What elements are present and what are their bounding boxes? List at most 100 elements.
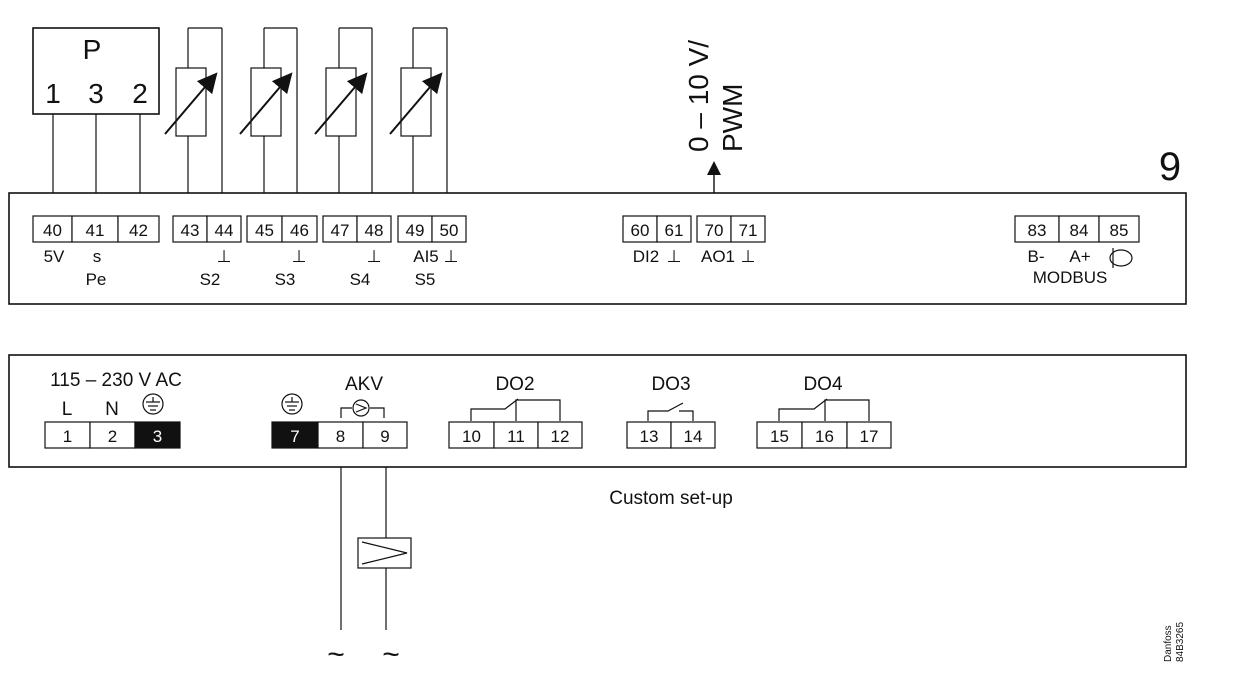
terminal-label-46: 46 — [290, 221, 309, 240]
valve-icon — [340, 399, 385, 418]
terminal-sub-83: B- — [1028, 247, 1045, 266]
terminal-44 — [206, 215, 242, 243]
sensor-pin-3: 3 — [88, 78, 104, 109]
terminal-label-50: 50 — [440, 221, 459, 240]
controller-bottom-box — [8, 354, 1187, 468]
terminal-label-2: 2 — [108, 427, 117, 446]
terminal-label-60: 60 — [631, 221, 650, 240]
analog-output-signal: 0 – 10 V/ PWM — [683, 40, 748, 193]
label-pe: Pe — [86, 270, 107, 289]
terminal-label-17: 17 — [860, 427, 879, 446]
sensor-s2 — [164, 27, 223, 193]
solenoid-coil-icon — [357, 537, 412, 569]
terminal-83 — [1014, 215, 1060, 243]
terminal-42 — [117, 215, 160, 243]
relay-contact-icon — [778, 398, 870, 421]
terminal-label-9: 9 — [380, 427, 389, 446]
do2-title: DO2 — [495, 374, 534, 395]
terminal-sub-44: ⊥ — [217, 247, 232, 266]
sensor-letter: P — [83, 34, 102, 65]
controller-top-box — [8, 192, 1187, 305]
label-s2: S2 — [200, 270, 221, 289]
terminal-sub-84: A+ — [1069, 247, 1090, 266]
terminal-label-16: 16 — [815, 427, 834, 446]
terminal-label-85: 85 — [1110, 221, 1129, 240]
terminal-50 — [431, 215, 467, 243]
terminal-sub-50: ⊥ — [444, 247, 459, 266]
terminal-61 — [656, 215, 692, 243]
terminal-43 — [172, 215, 208, 243]
terminal-2 — [89, 421, 136, 449]
terminal-label-49: 49 — [406, 221, 425, 240]
terminal-label-84: 84 — [1070, 221, 1089, 240]
terminal-sub-46: ⊥ — [292, 247, 307, 266]
terminal-sub-40: 5V — [44, 247, 65, 266]
terminal-84 — [1058, 215, 1100, 243]
terminal-41 — [71, 215, 119, 243]
code-brand: Danfoss — [1163, 625, 1174, 662]
terminal-label-3: 3 — [153, 427, 162, 446]
terminal-sub-41: s — [93, 247, 102, 266]
terminal-sub-49: AI5 — [413, 247, 439, 266]
ac-symbol-right: ~ — [382, 638, 400, 671]
terminal-label-71: 71 — [739, 221, 758, 240]
terminal-label-48: 48 — [365, 221, 384, 240]
power-label-n: N — [105, 399, 119, 420]
terminal-label-11: 11 — [507, 427, 525, 446]
power-label-l: L — [62, 399, 73, 420]
terminal-label-83: 83 — [1028, 221, 1047, 240]
terminal-11 — [493, 421, 539, 449]
terminal-sub-70: AO1 — [701, 247, 735, 266]
terminal-label-7: 7 — [290, 427, 299, 446]
do4-title: DO4 — [803, 374, 843, 395]
relay-contact-icon — [470, 398, 561, 421]
shield-icon — [1109, 248, 1133, 268]
sensor-s5 — [389, 27, 448, 193]
ground-icon — [281, 393, 303, 415]
sensor-pin-2: 2 — [132, 78, 148, 109]
ground-icon — [142, 393, 164, 415]
terminal-label-14: 14 — [684, 427, 703, 446]
pressure-sensor: P 1 3 2 — [32, 27, 160, 193]
terminal-label-70: 70 — [705, 221, 724, 240]
terminal-label-61: 61 — [665, 221, 684, 240]
terminal-70 — [696, 215, 732, 243]
terminal-71 — [730, 215, 766, 243]
terminal-48 — [356, 215, 392, 243]
terminal-14 — [670, 421, 716, 449]
code-id: 84B3265 — [1175, 622, 1186, 662]
terminal-sub-60: DI2 — [633, 247, 659, 266]
terminal-label-15: 15 — [770, 427, 789, 446]
label-s5: S5 — [415, 270, 436, 289]
terminal-3 — [134, 421, 181, 449]
module-number: 9 — [1159, 145, 1181, 189]
terminal-12 — [537, 421, 583, 449]
terminal-label-13: 13 — [640, 427, 659, 446]
ao-label-line1: 0 – 10 V/ — [683, 40, 714, 152]
akv-title: AKV — [345, 374, 383, 395]
terminal-label-8: 8 — [336, 427, 345, 446]
sensor-s4 — [314, 27, 373, 193]
terminal-85 — [1098, 215, 1140, 243]
terminal-sub-71: ⊥ — [741, 247, 756, 266]
power-title: 115 – 230 V AC — [50, 370, 182, 391]
do3-title: DO3 — [651, 374, 690, 395]
caption: Custom set-up — [609, 488, 733, 509]
terminal-label-47: 47 — [331, 221, 350, 240]
terminal-8 — [317, 421, 364, 449]
terminal-label-10: 10 — [462, 427, 481, 446]
label-s3: S3 — [275, 270, 296, 289]
terminal-10 — [448, 421, 495, 449]
ac-symbol-left: ~ — [327, 638, 345, 671]
terminal-sub-61: ⊥ — [667, 247, 682, 266]
label-s4: S4 — [350, 270, 371, 289]
terminal-49 — [397, 215, 433, 243]
terminal-46 — [281, 215, 318, 243]
sensor-s3 — [239, 27, 298, 193]
terminal-13 — [626, 421, 672, 449]
terminal-label-41: 41 — [86, 221, 105, 240]
terminal-9 — [362, 421, 408, 449]
terminal-17 — [846, 421, 892, 449]
